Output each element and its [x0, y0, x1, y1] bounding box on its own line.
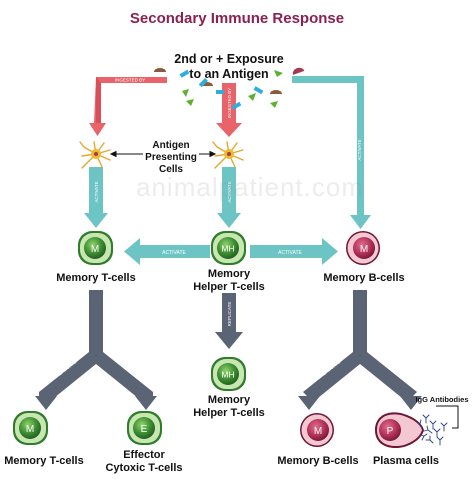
- memory-helper-2-letter: MH: [221, 370, 234, 380]
- apc-line-2: Presenting Cells: [145, 152, 197, 175]
- ingested-by-label-left: INGESTED BY: [115, 78, 145, 83]
- branch-arrow-memory-b: [298, 290, 422, 410]
- apc-line-1: Antigen: [152, 140, 190, 151]
- igg-antibodies: [416, 414, 448, 446]
- memory-helper-line-1: Memory: [207, 268, 251, 280]
- memory-helper-2-line-2: Helper T-cells: [193, 407, 265, 419]
- activate-label-h-left: ACTIVATE: [162, 250, 186, 256]
- activate-label-h-right: ACTIVATE: [278, 250, 302, 256]
- effector-label: Effector Cytoxic T-cells: [92, 449, 196, 475]
- antigen-particles: [154, 67, 305, 110]
- antigen-presenting-cell-left: [79, 141, 111, 169]
- memory-b-letter: M: [360, 244, 368, 255]
- apc-pointer-arrows: [109, 150, 217, 158]
- replicate-label-center: REPLICATE: [227, 302, 232, 327]
- memory-helper-t-cell-2: [211, 357, 246, 391]
- memory-helper-t-cell: [211, 231, 246, 265]
- activate-arrow-to-memory-t: [124, 238, 210, 265]
- plasma-label: Plasma cells: [372, 455, 440, 467]
- plasma-cell: [375, 412, 424, 449]
- memory-b-label: Memory B-cells: [323, 272, 405, 284]
- memory-helper-2-line-1: Memory: [207, 394, 251, 406]
- page-title: Secondary Immune Response: [129, 10, 345, 27]
- exposure-line-2: to an Antigen: [189, 67, 269, 81]
- memory-t-2-label: Memory T-cells: [4, 455, 84, 467]
- memory-helper-label: Memory Helper T-cells: [174, 268, 284, 294]
- memory-helper-line-2: Helper T-cells: [193, 281, 265, 293]
- ingested-arrow-center: [216, 83, 242, 137]
- memory-b-cell: [346, 231, 380, 265]
- memory-helper-2-label: Memory Helper T-cells: [174, 394, 284, 420]
- memory-helper-letter: MH: [221, 244, 234, 254]
- memory-t-cell-2: [13, 411, 48, 445]
- plasma-letter: P: [387, 426, 394, 437]
- watermark: animalpatient.com: [136, 172, 364, 202]
- igg-label: IgG Antibodies: [415, 395, 469, 404]
- memory-t-label: Memory T-cells: [56, 272, 136, 284]
- apc-label: Antigen Presenting Cells: [136, 140, 206, 176]
- activate-label-b: ACTIVATE: [357, 139, 362, 160]
- ingested-arrow-left: [89, 77, 167, 136]
- activate-arrow-center: [217, 167, 241, 228]
- effector-cytotoxic-t-cell: [127, 411, 162, 445]
- activate-arrow-left: [84, 167, 108, 228]
- activate-arrow-b-cells: [292, 76, 371, 229]
- memory-t-2-letter: M: [26, 424, 34, 435]
- memory-b-2-letter: M: [314, 426, 322, 437]
- igg-pointer-line: [436, 405, 459, 429]
- exposure-line-1: 2nd or + Exposure: [174, 52, 284, 66]
- ingested-by-label-center: INGESTED BY: [227, 88, 232, 118]
- branch-arrow-memory-t: [35, 290, 157, 410]
- activate-arrow-to-memory-b: [250, 238, 338, 265]
- effector-line-1: Effector: [123, 449, 165, 461]
- exposure-label: 2nd or + Exposure to an Antigen: [168, 52, 290, 82]
- memory-t-cell: [78, 231, 113, 265]
- memory-t-letter: M: [91, 244, 99, 255]
- activate-label-center: ACTIVATE: [227, 181, 232, 202]
- effector-letter: E: [141, 424, 148, 435]
- memory-b-cell-2: [300, 413, 334, 447]
- antigen-presenting-cell-center: [212, 141, 244, 169]
- replicate-arrow-helper: [215, 293, 243, 349]
- effector-line-2: Cytoxic T-cells: [105, 462, 183, 474]
- activate-label-left: ACTIVATE: [94, 181, 99, 202]
- memory-b-2-label: Memory B-cells: [277, 455, 359, 467]
